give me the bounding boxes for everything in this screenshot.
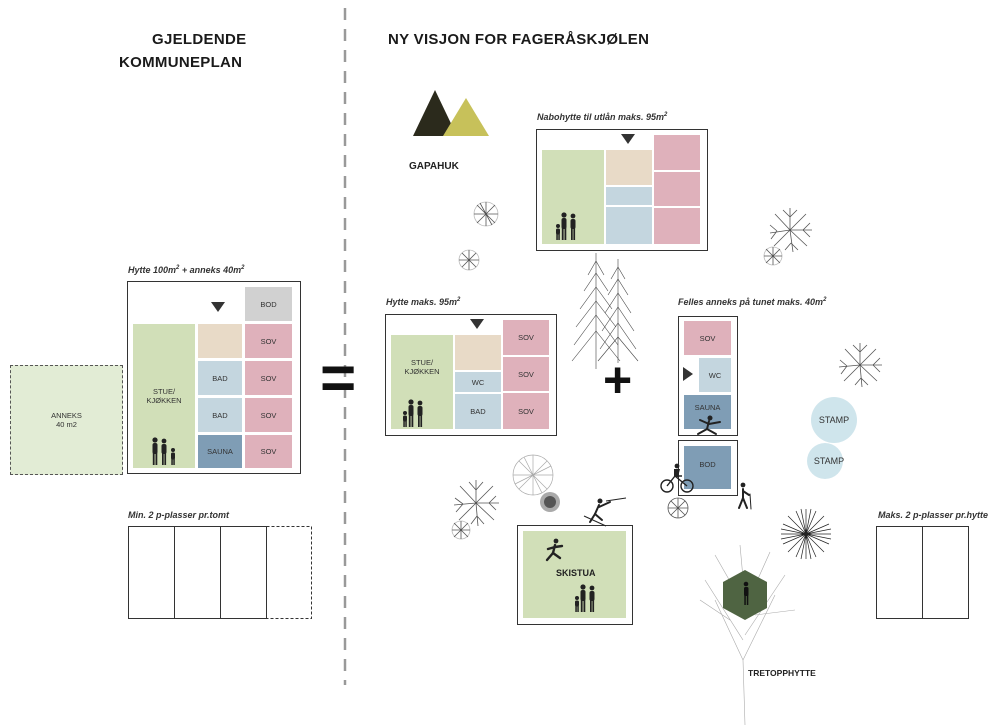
stamp-tub-1: STAMP [811, 397, 857, 443]
skistua-plan: SKISTUA [517, 525, 633, 625]
family-icon [152, 437, 175, 465]
family-icon [575, 584, 595, 612]
gapahuk-label: GAPAHUK [409, 161, 459, 172]
nabohytte-plan [536, 129, 708, 251]
nabo-caption: Nabohytte til utlån maks. 95m2 [537, 112, 668, 122]
gapahuk-icon [413, 90, 489, 136]
equals-sign: = [320, 344, 357, 413]
tretopphytte-label: TRETOPPHYTTE [748, 668, 816, 678]
nabo-bad-room-1 [606, 187, 652, 205]
hiker-icon [738, 482, 752, 510]
family-icon [403, 399, 423, 427]
spruce-trees-icon [571, 253, 639, 369]
tree-icon [667, 497, 689, 519]
hytte-caption-left: Hytte 100m2 + anneks 40m2 [128, 265, 245, 275]
family-icon [556, 212, 576, 240]
tree-icon [451, 520, 471, 540]
section-divider [343, 8, 347, 685]
nabo-sov-room-2 [654, 172, 700, 206]
right-bad-room: BAD [455, 394, 501, 429]
left-bod-room: BOD [245, 287, 292, 321]
stamp-tub-2: STAMP [807, 443, 844, 479]
left-parking-spaces [128, 526, 312, 619]
right-sov-room-2: SOV [503, 357, 549, 391]
left-hytte-plan: STUE/KJØKKEN BAD BAD SAUNA BOD SOV SOV S… [127, 281, 301, 474]
right-sov-room-1: SOV [503, 320, 549, 355]
tree-icon [780, 508, 832, 560]
tree-icon [512, 454, 554, 496]
tree-icon [540, 492, 560, 512]
left-title-line2: KOMMUNEPLAN [119, 54, 243, 71]
tree-icon [838, 343, 882, 388]
nabo-bad-room-2 [606, 207, 652, 244]
nabo-sov-room-1 [654, 135, 700, 170]
left-title: GJELDENDE KOMMUNEPLAN [119, 28, 247, 74]
right-sov-room-3: SOV [503, 393, 549, 429]
left-sov-room-3: SOV [245, 398, 292, 432]
tree-icon [763, 246, 783, 266]
left-sov-room-4: SOV [245, 435, 292, 468]
skier-icon [583, 497, 627, 527]
tree-icon [769, 208, 812, 253]
left-sov-room-2: SOV [245, 361, 292, 395]
anneks-wc-room: WC [699, 358, 731, 392]
nabo-tan-room [606, 150, 652, 185]
tree-icon [473, 201, 499, 227]
entrance-arrow-icon [683, 367, 693, 381]
anneks-bod-box: BOD [678, 440, 738, 496]
runner-icon [545, 538, 564, 562]
tree-house-icon [699, 544, 796, 726]
right-hytte-plan: STUE/KJØKKEN WC BAD SOV SOV SOV [385, 314, 557, 436]
entrance-arrow-icon [470, 319, 484, 329]
skistua-room [523, 531, 626, 618]
tree-icon [453, 480, 499, 527]
plus-sign: + [603, 352, 633, 408]
right-parking-caption: Maks. 2 p-plasser pr.hytte [878, 510, 989, 520]
left-bad-room-2: BAD [198, 398, 242, 432]
left-bad-room-1: BAD [198, 361, 242, 395]
entrance-arrow-icon [621, 134, 635, 144]
left-parking-caption: Min. 2 p-plasser pr.tomt [128, 510, 230, 520]
right-tan-room [455, 335, 501, 370]
anneks-sov-room: SOV [684, 321, 731, 355]
entrance-arrow-icon [211, 302, 225, 312]
jumper-icon [697, 415, 721, 435]
nabo-sov-room-3 [654, 208, 700, 244]
tree-icon [458, 249, 480, 271]
left-sov-room-1: SOV [245, 324, 292, 358]
skistua-label: SKISTUA [556, 568, 596, 578]
cyclist-icon [660, 463, 694, 493]
left-title-line1: GJELDENDE [152, 31, 247, 48]
right-wc-room: WC [455, 372, 501, 392]
anneks-caption: Felles anneks på tunet maks. 40m2 [678, 297, 827, 307]
left-sauna-room: SAUNA [198, 435, 242, 468]
right-title: NY VISJON FOR FAGERÅSKJØLEN [388, 31, 650, 48]
left-tan-room [198, 324, 242, 358]
right-parking-spaces [876, 526, 969, 619]
hytte-caption-right: Hytte maks. 95m2 [386, 297, 461, 307]
